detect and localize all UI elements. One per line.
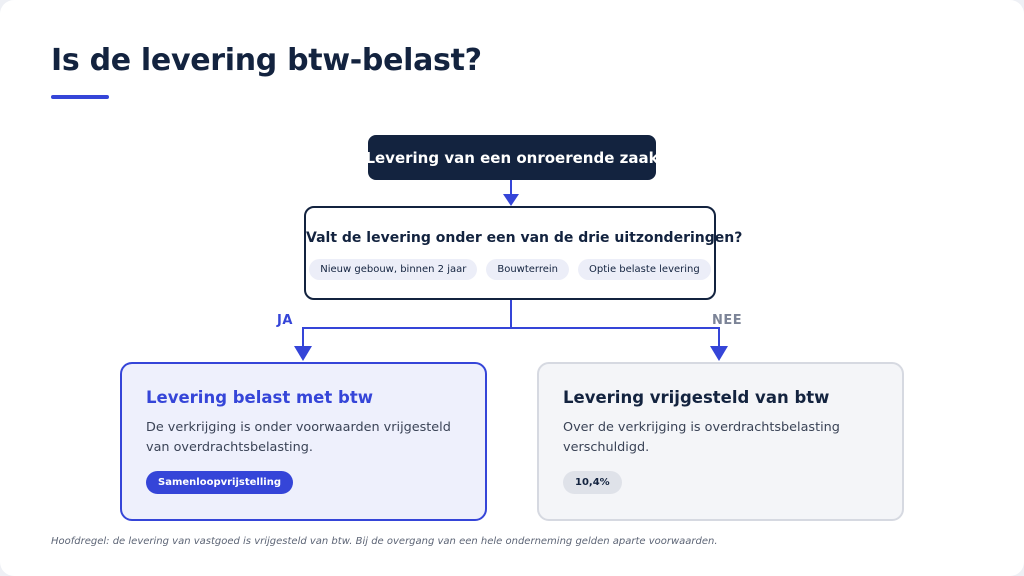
exception-chip-taxed-option: Optie belaste levering [578, 259, 711, 280]
arrowhead-no [710, 346, 728, 361]
arrowhead-yes [294, 346, 312, 361]
arrowhead-question [503, 194, 519, 206]
question-text: Valt de levering onder een van de drie u… [306, 230, 743, 246]
title-underline [51, 95, 109, 99]
connector-question-to-branches [302, 327, 720, 346]
branch-label-yes: JA [277, 313, 293, 328]
outcome-no-body: Over de verkrijging is overdrachtsbelast… [563, 420, 840, 455]
page-title: Is de levering btw-belast? [51, 43, 482, 78]
outcome-no-title: Levering vrijgesteld van btw [563, 388, 830, 407]
outcome-yes-body: De verkrijging is onder voorwaarden vrij… [146, 420, 451, 455]
outcome-yes-title: Levering belast met btw [146, 388, 373, 407]
outcome-no-card: Levering vrijgesteld van btw Over de ver… [537, 362, 904, 521]
outcome-yes-card: Levering belast met btw De verkrijging i… [120, 362, 487, 521]
footnote: Hoofdregel: de levering van vastgoed is … [51, 536, 718, 547]
exception-chips: Nieuw gebouw, binnen 2 jaar Bouwterrein … [306, 259, 714, 280]
root-node: Levering van een onroerende zaak [365, 135, 659, 180]
question-node: Valt de levering onder een van de drie u… [304, 206, 743, 300]
branch-label-no: NEE [712, 313, 743, 328]
outcome-no-tag: 10,4% [563, 471, 622, 494]
exception-chip-building-land: Bouwterrein [486, 259, 570, 280]
exception-chip-new-building: Nieuw gebouw, binnen 2 jaar [309, 259, 478, 280]
outcome-yes-tag: Samenloopvrijstelling [146, 471, 293, 494]
